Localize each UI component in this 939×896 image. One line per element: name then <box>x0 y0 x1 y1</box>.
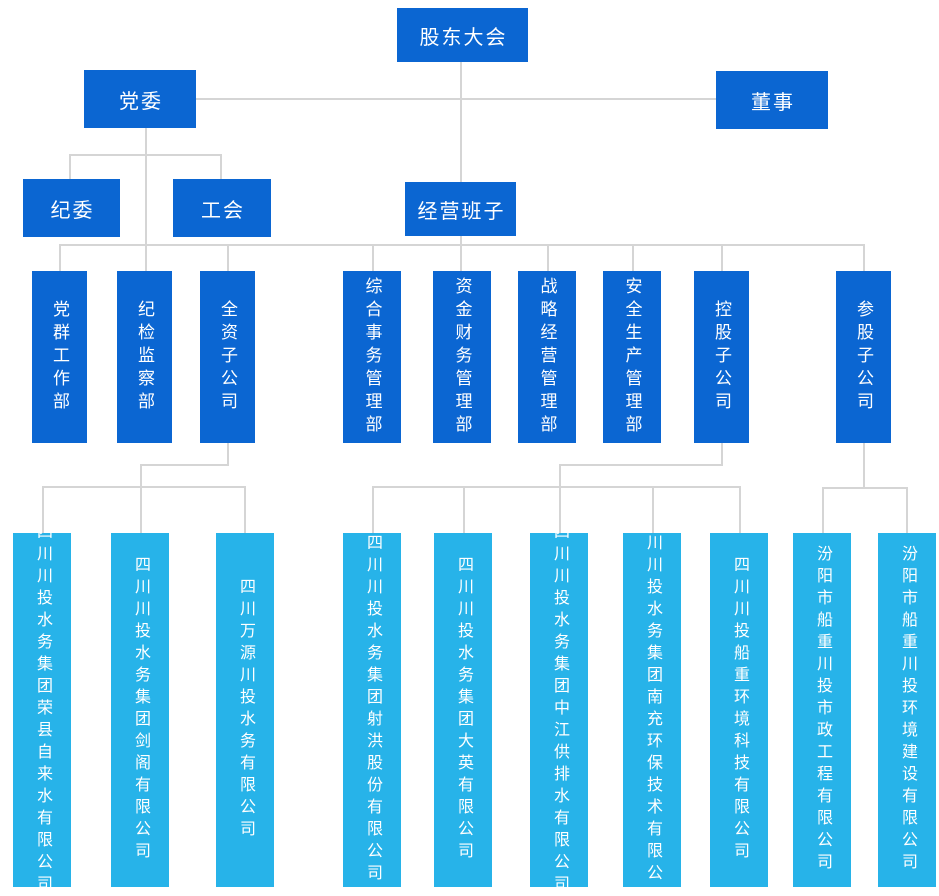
node-label: 参股子公司 <box>854 299 873 415</box>
connector-line <box>739 486 741 533</box>
node-label: 控股子公司 <box>712 299 731 415</box>
connector-line <box>463 486 465 533</box>
connector-line <box>721 443 723 466</box>
node-label: 党委 <box>119 90 163 113</box>
connector-line <box>140 464 142 533</box>
node-label: 四川川投水务集团荣县自来水有限公司 <box>34 533 51 887</box>
node-dept-strategic-operation: 战略经营管理部 <box>518 271 576 443</box>
connector-line <box>140 464 229 466</box>
connector-line <box>196 98 716 100</box>
node-company-zhongjiang: 四川川投水务集团中江供排水有限公司 <box>530 533 588 887</box>
node-label: 经营班子 <box>417 200 506 223</box>
connector-line <box>69 154 222 156</box>
node-label: 纪检监察部 <box>135 299 154 415</box>
node-management-team: 经营班子 <box>405 182 516 236</box>
node-party-committee: 党委 <box>84 70 196 128</box>
node-label: 综合事务管理部 <box>362 276 382 438</box>
connector-line <box>632 244 634 271</box>
connector-line <box>863 443 865 488</box>
node-directors: 董事 <box>716 71 828 129</box>
node-label: 四川川投水务集团大英有限公司 <box>455 556 472 864</box>
connector-line <box>460 236 462 271</box>
node-label: 四川川投船重环境科技有限公司 <box>731 556 748 864</box>
node-company-rongxian-tapwater: 四川川投水务集团荣县自来水有限公司 <box>13 533 71 887</box>
connector-line <box>372 244 374 271</box>
node-label: 全资子公司 <box>218 299 237 415</box>
node-label: 汾阳市船重川投环境建设有限公司 <box>899 545 916 875</box>
node-company-chuanzhong-enviro-sci: 四川川投船重环境科技有限公司 <box>710 533 768 887</box>
node-dept-general-affairs: 综合事务管理部 <box>343 271 401 443</box>
connector-line <box>145 128 147 271</box>
connector-line <box>372 486 374 533</box>
connector-line <box>59 244 865 246</box>
connector-line <box>42 486 44 533</box>
node-label: 工会 <box>201 199 245 222</box>
connector-line <box>244 486 246 533</box>
connector-line <box>227 443 229 466</box>
node-company-nanchong-enviro-tech: 四川川投水务集团南充环保技术有限公司 <box>623 533 681 887</box>
connector-line <box>42 486 246 488</box>
node-label: 四川万源川投水务有限公司 <box>237 578 254 842</box>
node-labor-union: 工会 <box>173 179 271 237</box>
connector-line <box>227 244 229 271</box>
node-label: 四川川投水务集团射洪股份有限公司 <box>364 534 381 886</box>
connector-line <box>822 487 824 533</box>
connector-line <box>863 244 865 271</box>
node-dept-party-mass-work: 党群工作部 <box>32 271 87 443</box>
node-wholly-owned-subsidiaries: 全资子公司 <box>200 271 255 443</box>
connector-line <box>460 62 462 182</box>
node-company-fenyang-enviro-construction: 汾阳市船重川投环境建设有限公司 <box>878 533 936 887</box>
connector-line <box>906 487 908 533</box>
node-holding-subsidiaries: 控股子公司 <box>694 271 749 443</box>
node-label: 党群工作部 <box>50 299 69 415</box>
node-label: 四川川投水务集团剑阁有限公司 <box>132 556 149 864</box>
node-label: 四川川投水务集团中江供排水有限公司 <box>551 533 568 887</box>
node-company-jiange: 四川川投水务集团剑阁有限公司 <box>111 533 169 887</box>
node-label: 汾阳市船重川投市政工程有限公司 <box>814 545 831 875</box>
node-label: 战略经营管理部 <box>537 276 557 438</box>
connector-line <box>59 244 61 271</box>
connector-line <box>652 486 654 533</box>
node-dept-safety-production: 安全生产管理部 <box>603 271 661 443</box>
node-label: 四川川投水务集团南充环保技术有限公司 <box>644 533 661 887</box>
node-label: 资金财务管理部 <box>452 276 472 438</box>
connector-line <box>721 244 723 271</box>
node-dept-capital-finance: 资金财务管理部 <box>433 271 491 443</box>
connector-line <box>69 154 71 179</box>
node-discipline-committee: 纪委 <box>23 179 120 237</box>
connector-line <box>220 154 222 179</box>
connector-line <box>547 244 549 271</box>
node-company-daying: 四川川投水务集团大英有限公司 <box>434 533 492 887</box>
node-dept-discipline-inspection: 纪检监察部 <box>117 271 172 443</box>
node-company-shehong: 四川川投水务集团射洪股份有限公司 <box>343 533 401 887</box>
node-label: 安全生产管理部 <box>622 276 642 438</box>
node-shareholders-meeting: 股东大会 <box>397 8 528 62</box>
connector-line <box>559 464 561 533</box>
node-equity-subsidiaries: 参股子公司 <box>836 271 891 443</box>
connector-line <box>559 464 723 466</box>
node-label: 董事 <box>751 91 795 114</box>
connector-line <box>372 486 741 488</box>
node-label: 纪委 <box>50 199 95 222</box>
node-label: 股东大会 <box>419 26 508 49</box>
node-company-wanyuan: 四川万源川投水务有限公司 <box>216 533 274 887</box>
connector-line <box>822 487 908 489</box>
node-company-fenyang-municipal: 汾阳市船重川投市政工程有限公司 <box>793 533 851 887</box>
